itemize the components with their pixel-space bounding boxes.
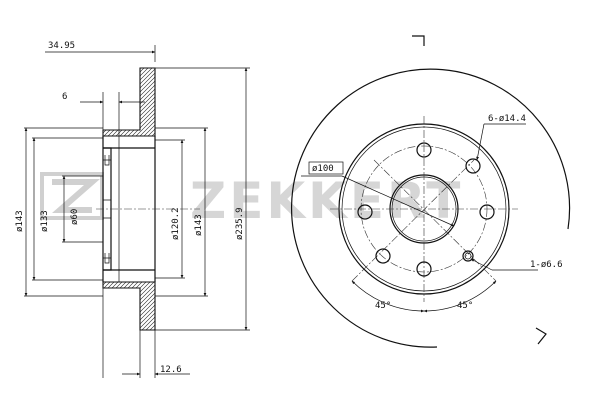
- bolt-hole: [375, 248, 391, 264]
- dim-pitch-circle: ø100: [312, 164, 334, 174]
- section-mark-top: [412, 35, 425, 46]
- dim-angle-right: 45°: [457, 301, 473, 311]
- dim-disc-thickness: 12.6: [160, 365, 182, 375]
- small-hole-inner: [464, 252, 472, 260]
- dim-bolt-holes: 6-ø14.4: [488, 114, 526, 124]
- bolt-hole: [416, 142, 432, 158]
- side-view: 34.95 6 12.6 ø143 ø133 ø60 ø120.2 ø143 ø…: [15, 41, 250, 378]
- front-view: ø100 6-ø14.4 1-ø6.6 45° 45°: [290, 35, 571, 348]
- dim-d60: ø60: [70, 209, 80, 225]
- dim-overall-width: 34.95: [48, 41, 75, 51]
- bolt-hole: [416, 261, 432, 277]
- disc-section-bottom: [102, 281, 156, 331]
- hub-step: [103, 136, 120, 282]
- bolt-holes: [357, 142, 495, 277]
- dim-d133: ø133: [40, 210, 50, 232]
- front-center-diag-2: [373, 159, 497, 282]
- hub-hole-detail: [104, 155, 110, 264]
- watermark: ZEKKERT: [40, 172, 463, 230]
- angle-arc-left: [351, 280, 425, 313]
- dim-d120-2: ø120.2: [171, 207, 181, 240]
- bolt-hole: [479, 204, 495, 220]
- dim-angle-left: 45°: [375, 301, 391, 311]
- pitch-circle-label-box: [308, 161, 344, 175]
- bolt-hole: [357, 204, 373, 220]
- side-extension-lines: [24, 45, 250, 378]
- small-hole: [462, 250, 474, 262]
- bolt-hole: [465, 158, 481, 174]
- watermark-text: ZEKKERT: [190, 172, 463, 230]
- dim-d235-9: ø235.9: [235, 207, 245, 240]
- dim-flange-thickness: 6: [62, 92, 67, 102]
- front-leader-lines: [301, 123, 538, 271]
- dim-d143-left: ø143: [15, 210, 25, 232]
- dim-d143-right: ø143: [194, 214, 204, 236]
- disc-outer-edge: [290, 68, 571, 348]
- angle-arc-right: [423, 280, 497, 313]
- zekkert-z-logo-icon: [40, 172, 104, 220]
- dim-small-hole: 1-ø6.6: [530, 260, 563, 270]
- section-mark-bottom: [535, 327, 547, 345]
- front-center-diag-1: [351, 159, 475, 282]
